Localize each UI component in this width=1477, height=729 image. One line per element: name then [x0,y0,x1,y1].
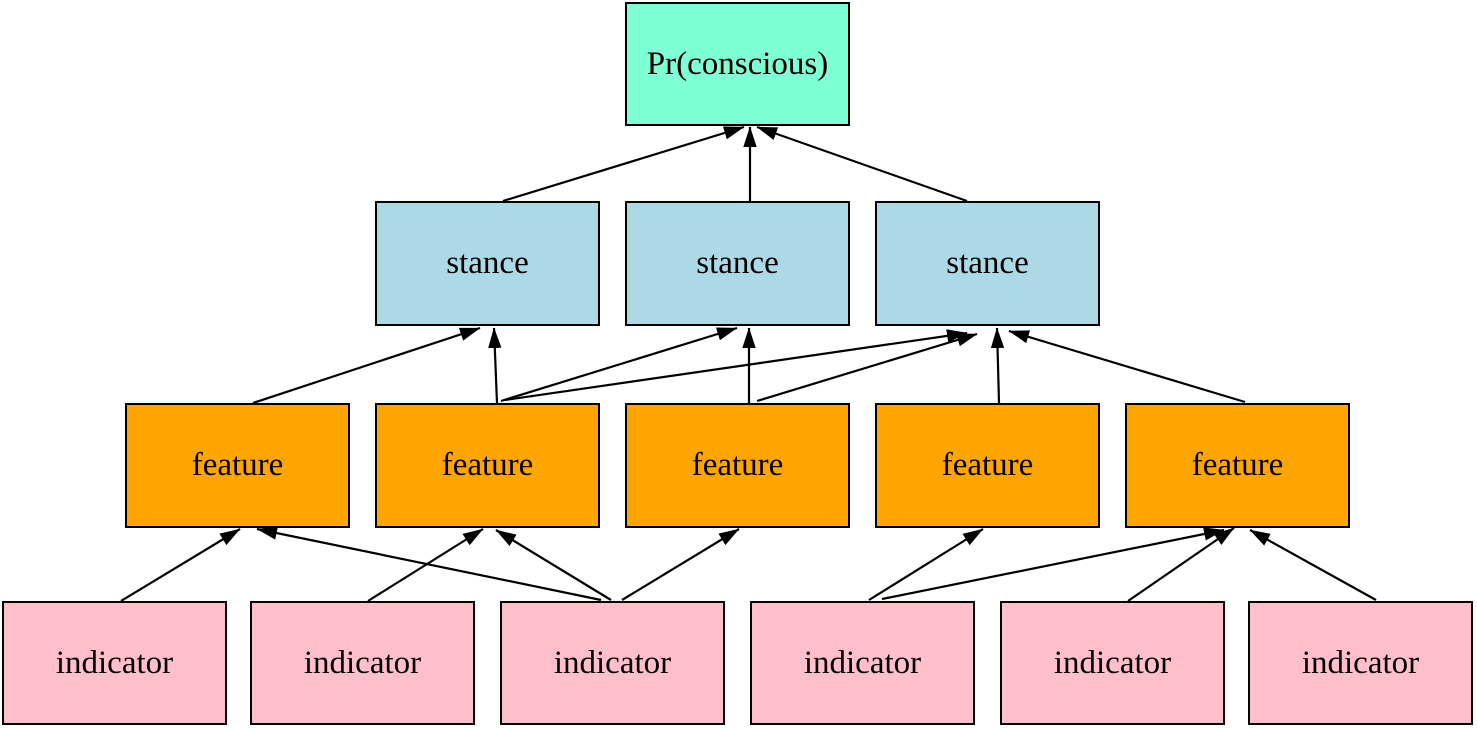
edge-s3-pr [756,125,968,203]
node-feature-5: feature [1125,403,1350,528]
node-indicator-4: indicator [750,601,975,725]
node-label: indicator [303,644,422,681]
node-indicator-1: indicator [2,601,227,725]
node-feature-4: feature [875,403,1100,528]
edge-i1-f1 [120,528,241,602]
node-label: indicator [1053,644,1172,681]
node-feature-3: feature [625,403,850,528]
edge-f2-s1 [488,327,502,404]
edge-i5-f5 [1127,527,1235,602]
edge-f2-s3 [504,329,968,402]
node-label: feature [1191,447,1284,483]
node-label: stance [696,245,779,281]
node-label: stance [446,245,529,281]
edge-s1-pr [502,125,745,203]
node-feature-1: feature [125,403,350,528]
node-label: indicator [55,644,174,681]
edge-group [120,125,1377,602]
node-feature-2: feature [375,403,600,528]
edge-f5-s3 [1008,329,1246,404]
node-label: stance [946,245,1029,281]
node-label: indicator [803,644,922,681]
edge-f4-s3 [990,327,1005,404]
node-pr-conscious: Pr(conscious) [625,2,850,126]
node-label: indicator [553,644,672,681]
edge-i2-f2 [367,528,484,602]
node-label: indicator [1301,644,1420,681]
edge-i3-f1 [256,526,602,602]
node-indicator-3: indicator [500,601,725,725]
node-stance-1: stance [375,201,600,326]
edge-i3-f2 [495,529,612,601]
node-stance-2: stance [625,201,850,326]
node-indicator-6: indicator [1248,601,1473,725]
node-stance-3: stance [875,201,1100,326]
node-indicator-2: indicator [250,601,475,725]
edge-f3-s3 [756,332,978,403]
edge-i6-f5 [1249,529,1377,601]
edge-i4-f4 [868,528,984,601]
node-label: Pr(conscious) [646,45,829,82]
node-label: feature [441,447,534,483]
node-indicator-5: indicator [1000,601,1225,725]
node-label: feature [191,447,284,483]
node-label: feature [691,447,784,483]
edge-f2-s2 [500,326,738,403]
node-label: feature [941,447,1034,483]
edge-i3-f3 [621,528,740,601]
edge-i4-f5 [881,527,1225,601]
edge-f1-s1 [252,326,481,405]
